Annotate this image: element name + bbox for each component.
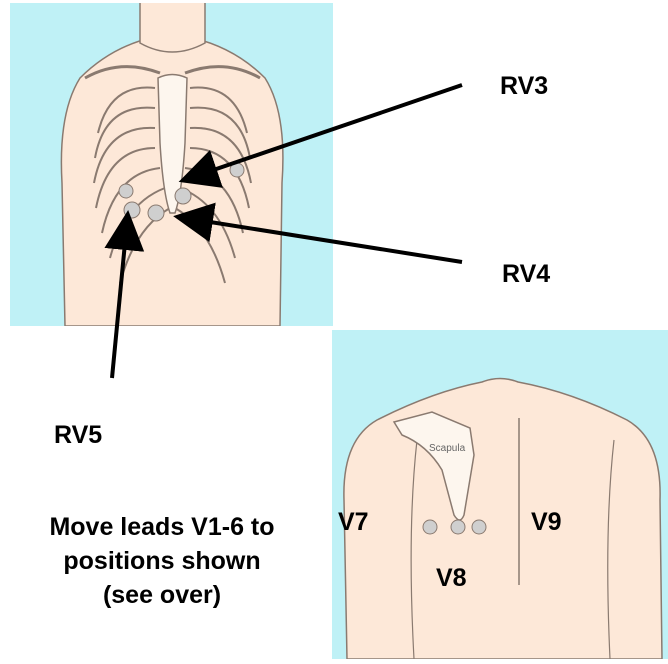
rv5-label: RV5 — [54, 423, 102, 448]
front-chest-illustration — [10, 3, 333, 326]
back-panel: Scapula — [332, 330, 668, 659]
rv3-label: RV3 — [500, 74, 548, 99]
rv4-label: RV4 — [502, 262, 550, 287]
instruction-caption: Move leads V1-6 to positions shown (see … — [2, 510, 322, 612]
caption-line-2: positions shown — [2, 544, 322, 578]
v7-label: V7 — [338, 510, 369, 535]
caption-line-3: (see over) — [2, 578, 322, 612]
back-torso-illustration: Scapula — [332, 330, 668, 659]
v9-label: V9 — [531, 510, 562, 535]
front-chest-panel — [10, 3, 333, 326]
scapula-label: Scapula — [429, 443, 466, 454]
v8-label: V8 — [436, 566, 467, 591]
caption-line-1: Move leads V1-6 to — [2, 510, 322, 544]
